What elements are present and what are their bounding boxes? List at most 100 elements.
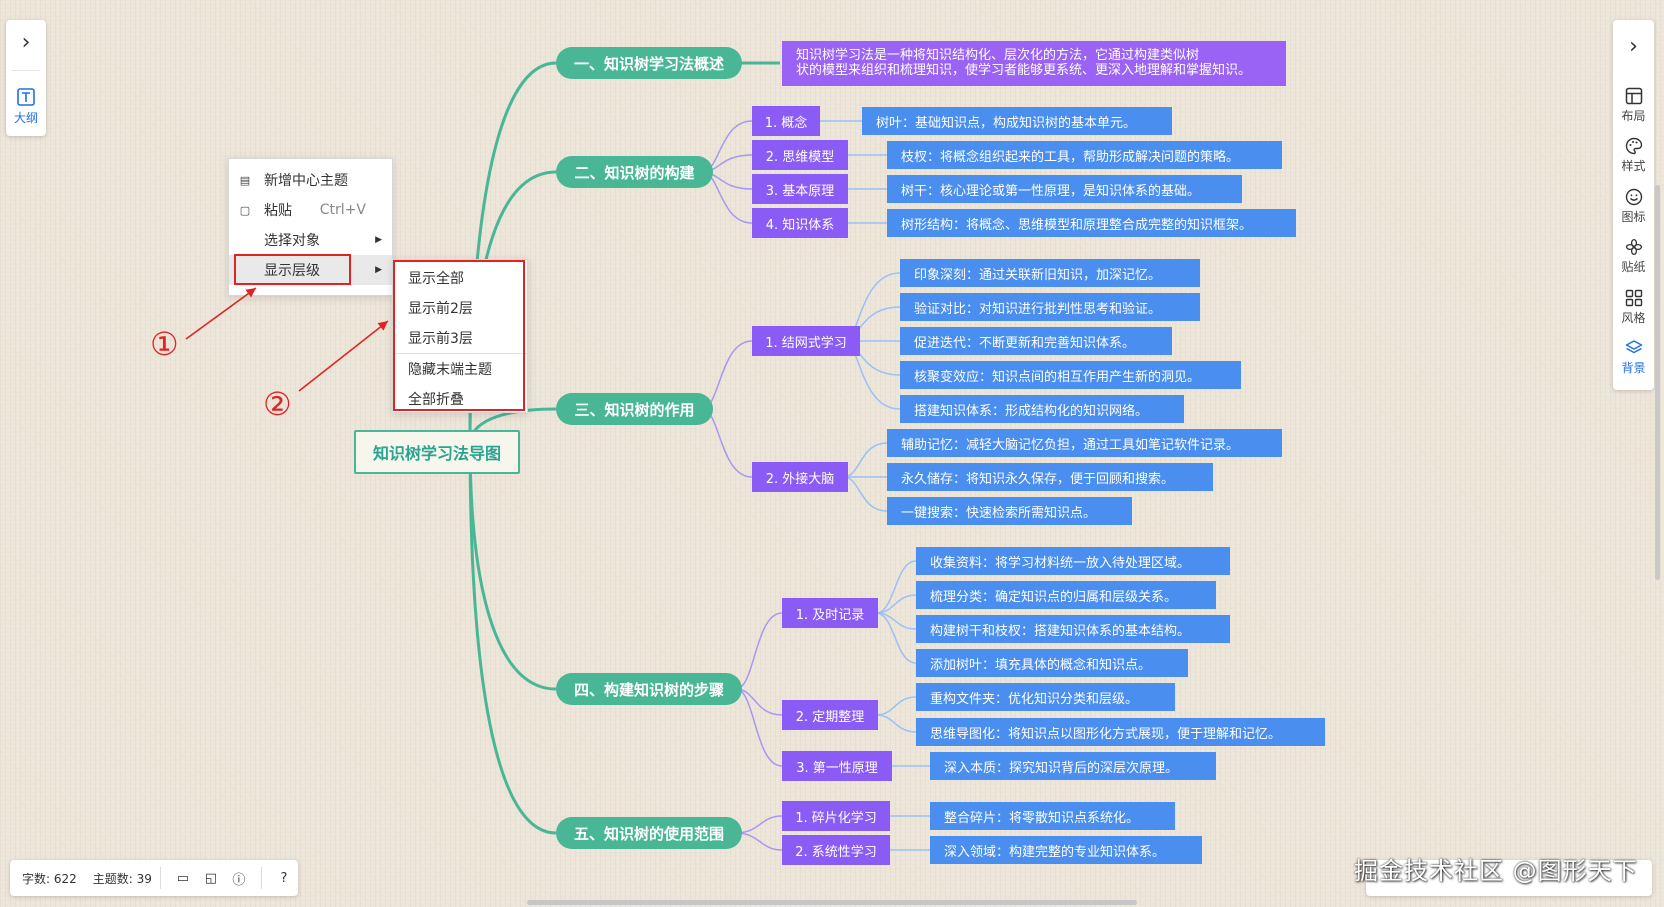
submenu-arrow-icon: ▶	[375, 265, 382, 275]
icon-label: 图标	[1621, 209, 1646, 224]
show-level-submenu: 显示全部 显示前2层 显示前3层 隐藏末端主题 全部折叠	[392, 259, 528, 413]
annotation-arrow	[185, 287, 257, 340]
submenu-item-show-2-levels[interactable]: 显示前2层	[408, 301, 473, 317]
branch-topic[interactable]: 五、知识树的使用范围	[556, 817, 742, 849]
root-topic[interactable]: 知识树学习法导图	[354, 430, 520, 474]
submenu-arrow-icon: ▶	[375, 235, 382, 245]
submenu-item-show-3-levels[interactable]: 显示前3层	[408, 331, 473, 347]
palette-icon	[1625, 137, 1642, 154]
menu-item-label: 显示层级	[264, 263, 320, 279]
branch-topic[interactable]: 一、知识树学习法概述	[556, 47, 742, 79]
minimap-icon[interactable]: ◱	[204, 870, 218, 886]
background-label: 背景	[1621, 360, 1646, 375]
description-line: 知识树学习法是一种将知识结构化、层次化的方法，它通过构建类似树	[796, 48, 1200, 63]
leaf-topic[interactable]: 构建树干和枝杈：搭建知识体系的基本结构。	[916, 615, 1230, 643]
menu-item-paste[interactable]: ▢ 粘贴 Ctrl+V	[229, 195, 392, 225]
paste-icon: ▢	[239, 203, 251, 217]
submenu-item-hide-leaf-topics[interactable]: 隐藏末端主题	[408, 362, 492, 378]
sub-topic[interactable]: 3. 第一性原理	[782, 751, 892, 781]
menu-item-new-center-topic[interactable]: ▤ 新增中心主题	[229, 165, 392, 195]
menu-item-show-level[interactable]: 显示层级 ▶	[229, 255, 392, 285]
sub-topic[interactable]: 2. 系统性学习	[782, 835, 890, 865]
leaf-topic[interactable]: 梳理分类：确定知识点的归属和层级关系。	[916, 581, 1216, 609]
layout-label: 布局	[1621, 108, 1646, 123]
leaf-topic[interactable]: 验证对比：对知识进行批判性思考和验证。	[900, 293, 1200, 321]
expand-right-panel-button[interactable]: ›	[1613, 32, 1654, 62]
leaf-topic[interactable]: 永久储存：将知识永久保存，便于回顾和搜索。	[887, 463, 1213, 491]
annotation-marker-2: ②	[263, 385, 292, 423]
leaf-topic[interactable]: 深入本质：探究知识背后的深层次原理。	[930, 752, 1216, 780]
sub-topic[interactable]: 3. 基本原理	[752, 174, 848, 204]
right-panel: › 布局 样式 图标 贴纸 风格 背景	[1613, 20, 1654, 390]
branch-topic[interactable]: 四、构建知识树的步骤	[556, 673, 742, 705]
shortcut-label: Ctrl+V	[319, 202, 366, 218]
sub-topic[interactable]: 1. 及时记录	[782, 598, 878, 628]
leaf-topic[interactable]: 深入领域：构建完整的专业知识体系。	[930, 836, 1202, 864]
chevron-right-icon: ›	[1629, 34, 1638, 59]
chevron-right-icon: ›	[21, 30, 31, 55]
sub-topic[interactable]: 1. 结网式学习	[752, 326, 860, 356]
leaf-topic[interactable]: 树形结构：将概念、思维模型和原理整合成完整的知识框架。	[887, 209, 1296, 237]
outline-icon	[17, 87, 35, 106]
new-topic-icon: ▤	[239, 173, 251, 187]
leaf-topic[interactable]: 树干：核心理论或第一性原理，是知识体系的基础。	[887, 175, 1242, 203]
outline-label: 大纲	[13, 110, 38, 125]
sub-topic[interactable]: 2. 外接大脑	[752, 462, 848, 492]
leaf-topic[interactable]: 一键搜索：快速检索所需知识点。	[887, 497, 1132, 525]
sub-topic[interactable]: 2. 思维模型	[752, 140, 848, 170]
sub-topic[interactable]: 1. 碎片化学习	[782, 801, 890, 831]
branch-topic[interactable]: 二、知识树的构建	[556, 156, 713, 188]
background-button[interactable]: 背景	[1613, 334, 1654, 380]
sticker-label: 贴纸	[1621, 259, 1646, 274]
leaf-topic[interactable]: 核聚变效应：知识点间的相互作用产生新的洞见。	[900, 361, 1241, 389]
sticker-button[interactable]: 贴纸	[1613, 233, 1654, 279]
submenu-item-collapse-all[interactable]: 全部折叠	[408, 392, 464, 408]
annotation-marker-1: ①	[150, 325, 179, 363]
layout-button[interactable]: 布局	[1613, 82, 1654, 128]
help-icon[interactable]: ?	[280, 870, 288, 886]
style-label: 样式	[1621, 158, 1646, 173]
context-menu: ▤ 新增中心主题 ▢ 粘贴 Ctrl+V 选择对象 ▶ 显示层级 ▶	[228, 158, 393, 296]
layout-icon	[1625, 87, 1642, 104]
leaf-topic[interactable]: 整合碎片：将零散知识点系统化。	[930, 802, 1175, 830]
leaf-topic[interactable]: 添加树叶：填充具体的概念和知识点。	[916, 649, 1188, 677]
leaf-topic[interactable]: 树叶：基础知识点，构成知识树的基本单元。	[862, 107, 1172, 135]
submenu-item-show-all[interactable]: 显示全部	[408, 271, 464, 287]
leaf-topic[interactable]: 收集资料：将学习材料统一放入待处理区域。	[916, 547, 1230, 575]
grid-icon	[1625, 289, 1642, 306]
branch-topic[interactable]: 三、知识树的作用	[556, 393, 713, 425]
leaf-topic[interactable]: 辅助记忆：减轻大脑记忆负担，通过工具如笔记软件记录。	[887, 429, 1282, 457]
menu-item-label: 选择对象	[264, 233, 320, 249]
topic-count: 主题数: 39	[92, 871, 152, 886]
sub-topic[interactable]: 4. 知识体系	[752, 208, 848, 238]
outline-button[interactable]: 大纲	[6, 82, 46, 130]
info-icon[interactable]: ⓘ	[232, 872, 246, 888]
expand-left-panel-button[interactable]: ›	[6, 28, 46, 58]
sub-topic[interactable]: 1. 概念	[752, 106, 820, 136]
leaf-topic[interactable]: 促进迭代：不断更新和完善知识体系。	[900, 327, 1172, 355]
flower-icon	[1625, 238, 1642, 255]
left-panel: › 大纲	[6, 20, 46, 136]
leaf-topic[interactable]: 枝杈：将概念组织起来的工具，帮助形成解决问题的策略。	[887, 141, 1282, 169]
annotation-arrow	[298, 320, 389, 392]
watermark: 掘金技术社区 @图形天下	[1354, 857, 1638, 885]
leaf-topic[interactable]: 重构文件夹：优化知识分类和层级。	[916, 683, 1175, 711]
leaf-topic[interactable]: 印象深刻：通过关联新旧知识，加深记忆。	[900, 259, 1200, 287]
vertical-scrollbar[interactable]	[1655, 185, 1660, 580]
menu-item-label: 新增中心主题	[264, 173, 348, 189]
menu-item-select-object[interactable]: 选择对象 ▶	[229, 225, 392, 255]
icon-button[interactable]: 图标	[1613, 183, 1654, 229]
theme-label: 风格	[1621, 310, 1646, 325]
smile-icon	[1625, 188, 1642, 205]
theme-button[interactable]: 风格	[1613, 284, 1654, 330]
leaf-topic[interactable]: 搭建知识体系：形成结构化的知识网络。	[900, 395, 1184, 423]
horizontal-scrollbar[interactable]	[527, 900, 1137, 905]
layers-icon	[1625, 339, 1642, 353]
description-line: 状的模型来组织和梳理知识，使学习者能够更系统、更深入地理解和掌握知识。	[796, 63, 1252, 78]
keyboard-icon[interactable]: ▭	[176, 870, 190, 886]
leaf-topic[interactable]: 思维导图化：将知识点以图形化方式展现，便于理解和记忆。	[916, 718, 1325, 746]
overview-description[interactable]: 知识树学习法是一种将知识结构化、层次化的方法，它通过构建类似树 状的模型来组织和…	[782, 41, 1286, 86]
status-bar: 字数: 622 主题数: 39 ▭ ◱ ⓘ ?	[10, 860, 298, 896]
sub-topic[interactable]: 2. 定期整理	[782, 700, 878, 730]
style-button[interactable]: 样式	[1613, 132, 1654, 178]
